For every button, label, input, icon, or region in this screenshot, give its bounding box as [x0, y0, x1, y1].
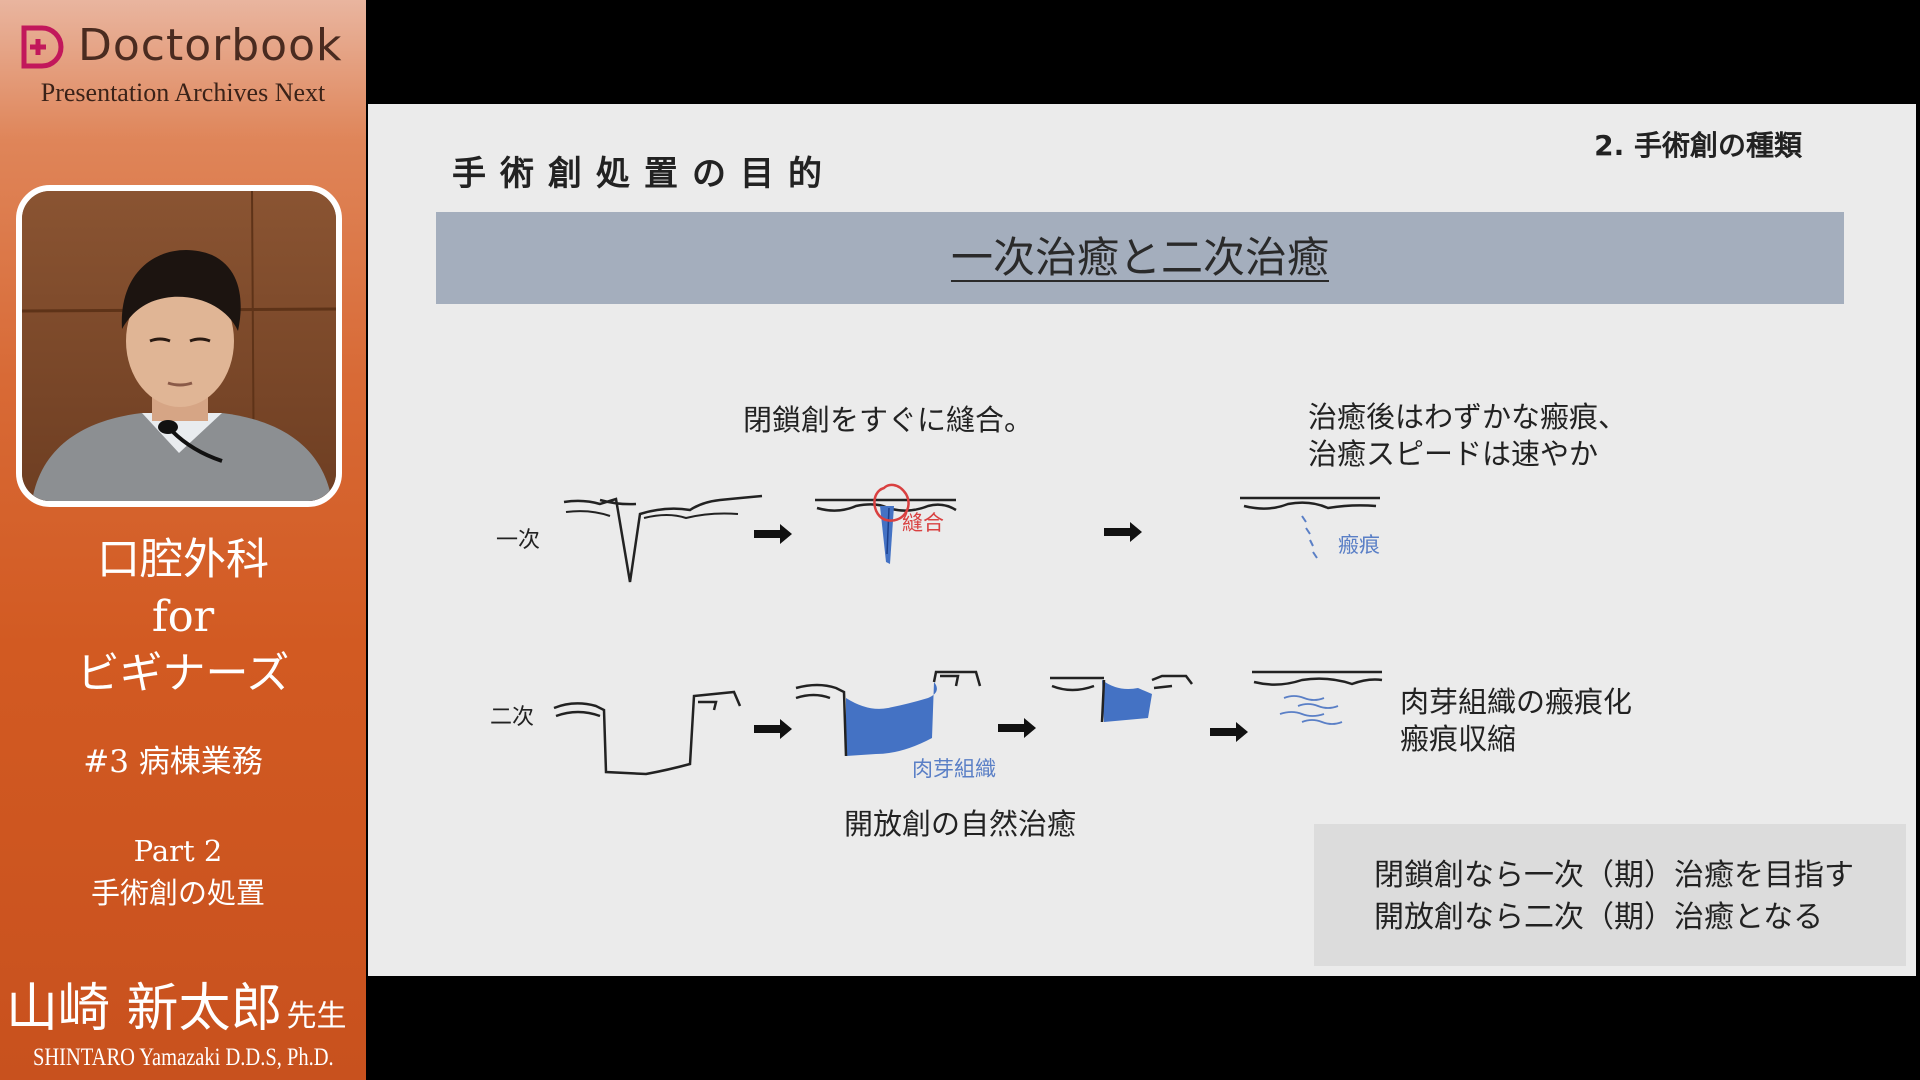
- lecturer: 山崎 新太郎先生: [6, 966, 366, 1041]
- scar-label: 瘢痕: [1338, 533, 1380, 557]
- course-title-line-3: ビギナーズ: [76, 649, 290, 699]
- arrow-right-icon: [1210, 722, 1248, 742]
- brand-subtitle: Presentation Archives Next: [40, 78, 326, 107]
- course-title: 口腔外科 for ビギナーズ: [0, 532, 366, 703]
- summary-note-line-1: 閉鎖創なら一次（期）治癒を目指す: [1374, 858, 1854, 893]
- doctorbook-logo-icon: [21, 25, 64, 69]
- primary-row-label: 一次: [496, 528, 540, 553]
- lecturer-honorific: 先生: [286, 999, 347, 1034]
- primary-wound-open: [563, 494, 763, 583]
- part-info: Part 2 手術創の処置: [0, 830, 356, 914]
- arrow-right-icon: [1104, 522, 1142, 542]
- presenter-image: [22, 191, 336, 501]
- secondary-result-caption-2: 瘢痕収縮: [1400, 722, 1516, 756]
- granulation-label: 肉芽組織: [912, 757, 996, 781]
- wound-healing-diagram: 閉鎖創をすぐに縫合。 治癒後はわずかな瘢痕、 治癒スピードは速やか 一次 縫合 …: [490, 400, 1632, 841]
- presenter-video: [16, 185, 342, 507]
- part-number: Part 2: [133, 834, 223, 868]
- banner: 一次治癒と二次治癒: [436, 212, 1844, 304]
- secondary-wound-open: [553, 690, 742, 776]
- suture-label: 縫合: [902, 511, 944, 535]
- course-title-line-1: 口腔外科: [97, 535, 269, 585]
- primary-caption: 閉鎖創をすぐに縫合。: [743, 403, 1033, 437]
- lecturer-roman-name: SHINTARO Yamazaki D.D.S, Ph.D.: [32, 1044, 334, 1071]
- secondary-wound-healing: [1050, 674, 1193, 723]
- section-label: 2. 手術創の種類: [1594, 129, 1802, 162]
- primary-result-caption-2: 治癒スピードは速やか: [1308, 437, 1598, 471]
- sidebar: Doctorbook Presentation Archives Next: [0, 0, 366, 1080]
- summary-note: 閉鎖創なら一次（期）治癒を目指す 開放創なら二次（期）治癒となる: [1314, 824, 1906, 966]
- presentation-slide: 2. 手術創の種類 手術創処置の目的 一次治癒と二次治癒 閉鎖創をすぐに縫合。 …: [368, 104, 1916, 976]
- granulation-tissue: [846, 682, 937, 756]
- summary-note-line-2: 開放創なら二次（期）治癒となる: [1374, 900, 1824, 935]
- secondary-caption: 開放創の自然治癒: [844, 807, 1076, 841]
- suture-icon: [873, 483, 910, 522]
- slide-heading: 手術創処置の目的: [452, 154, 836, 194]
- brand-name: Doctorbook: [78, 20, 343, 71]
- primary-wound-healed: [1240, 496, 1380, 510]
- episode-label: #3 病棟業務: [83, 744, 263, 780]
- secondary-result-caption-1: 肉芽組織の瘢痕化: [1400, 685, 1632, 719]
- course-title-line-2: for: [151, 592, 215, 642]
- banner-title: 一次治癒と二次治癒: [950, 233, 1329, 282]
- part-title: 手術創の処置: [90, 876, 265, 910]
- secondary-wound-scarred: [1252, 670, 1383, 686]
- arrow-right-icon: [998, 718, 1036, 738]
- primary-result-caption-1: 治癒後はわずかな瘢痕、: [1308, 400, 1627, 434]
- secondary-row-label: 二次: [490, 705, 534, 730]
- brand: Doctorbook: [18, 18, 358, 74]
- lecturer-name: 山崎 新太郎: [6, 979, 283, 1039]
- arrow-right-icon: [754, 524, 792, 544]
- arrow-right-icon: [754, 719, 792, 739]
